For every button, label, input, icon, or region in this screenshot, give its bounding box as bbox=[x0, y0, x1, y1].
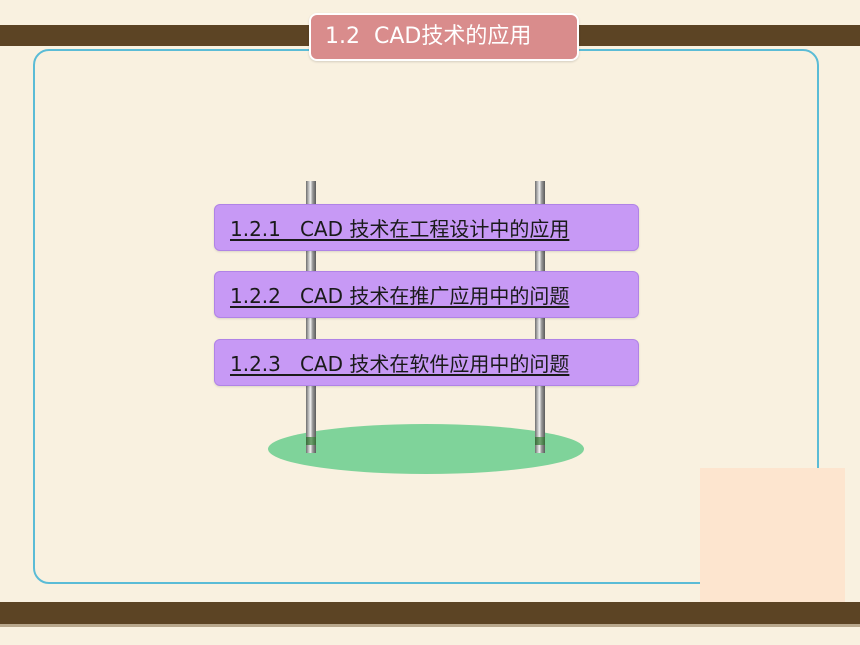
grass-ellipse bbox=[268, 424, 584, 474]
link-1-2-1[interactable]: 1.2.1 CAD 技术在工程设计中的应用 bbox=[230, 217, 570, 241]
bottom-decor-bar bbox=[0, 602, 860, 624]
pole-base bbox=[306, 437, 316, 445]
link-1-2-2[interactable]: 1.2.2 CAD 技术在推广应用中的问题 bbox=[230, 284, 570, 308]
bottom-bar-shadow bbox=[0, 624, 860, 627]
sign-board-2[interactable]: 1.2.2 CAD 技术在推广应用中的问题 bbox=[214, 271, 639, 318]
section-title: 1.2 CAD技术的应用 bbox=[309, 13, 579, 61]
sign-board-3[interactable]: 1.2.3 CAD 技术在软件应用中的问题 bbox=[214, 339, 639, 386]
link-1-2-3[interactable]: 1.2.3 CAD 技术在软件应用中的问题 bbox=[230, 352, 570, 376]
decor-rectangle bbox=[700, 468, 845, 602]
pole-base bbox=[535, 437, 545, 445]
sign-board-1[interactable]: 1.2.1 CAD 技术在工程设计中的应用 bbox=[214, 204, 639, 251]
